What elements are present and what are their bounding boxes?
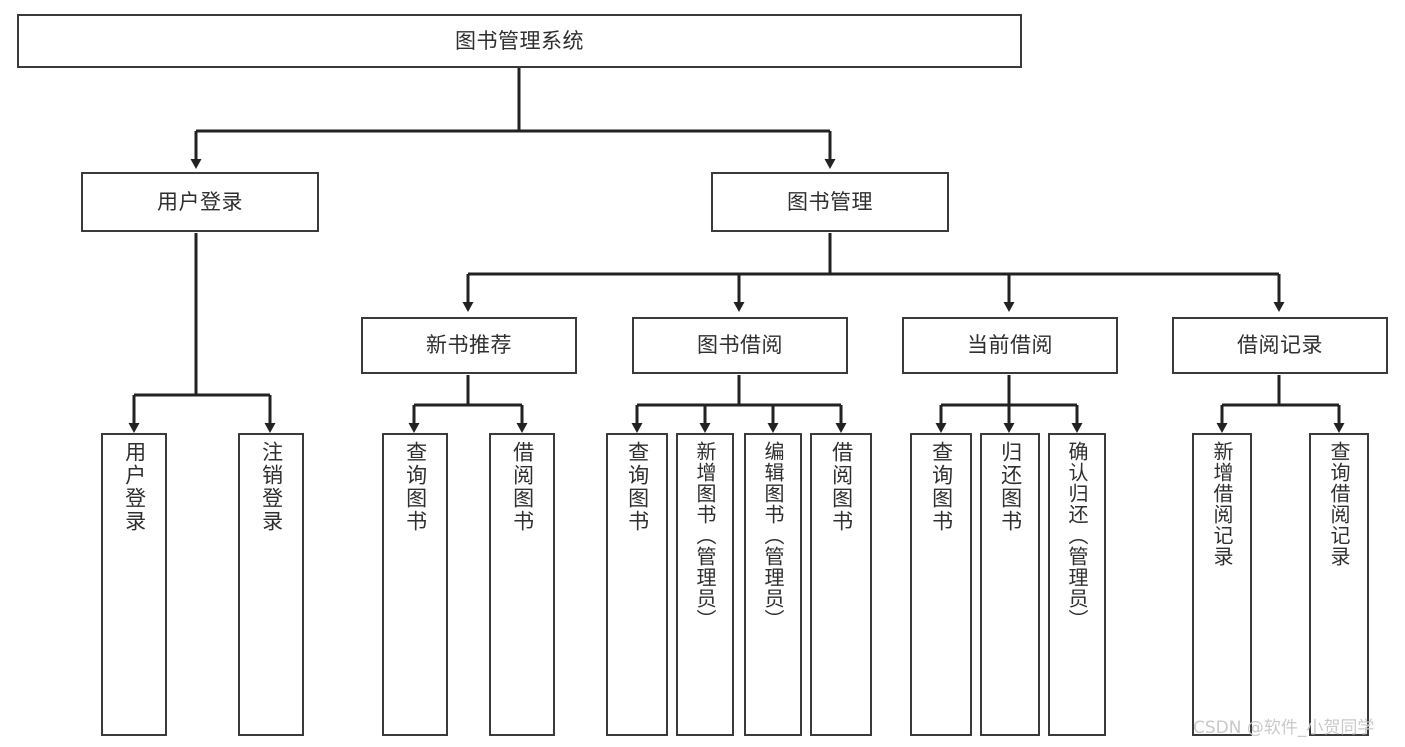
node-label: 图书管理 — [787, 189, 873, 214]
node-label: 新增图书（管理员） — [693, 441, 717, 630]
node-label: 查询图书 — [403, 441, 428, 533]
node-label: 注销登录 — [259, 441, 284, 533]
csdn-watermark: CSDN @软件_小贺同学 — [1193, 718, 1375, 738]
node-label: 借阅图书 — [510, 441, 535, 533]
leaf-record-query-borrow-record[interactable]: 查询借阅记录 — [1309, 433, 1369, 736]
node-label: 用户登录 — [122, 441, 147, 533]
node-new-book-recommend[interactable]: 新书推荐 — [361, 317, 577, 374]
leaf-borrow-query-book[interactable]: 查询图书 — [606, 433, 668, 736]
node-label: 用户登录 — [157, 189, 243, 214]
node-root-system[interactable]: 图书管理系统 — [17, 14, 1022, 68]
node-label: 查询借阅记录 — [1327, 441, 1351, 567]
node-book-borrow[interactable]: 图书借阅 — [632, 317, 848, 374]
leaf-record-add-borrow-record[interactable]: 新增借阅记录 — [1192, 433, 1252, 736]
leaf-current-confirm-return-admin[interactable]: 确认归还（管理员） — [1048, 433, 1106, 736]
leaf-recommend-query-book[interactable]: 查询图书 — [382, 433, 448, 736]
node-user-login[interactable]: 用户登录 — [81, 172, 319, 232]
leaf-recommend-borrow-book[interactable]: 借阅图书 — [489, 433, 555, 736]
node-label: 编辑图书（管理员） — [761, 441, 785, 630]
node-label: 图书借阅 — [697, 333, 783, 358]
node-current-borrow[interactable]: 当前借阅 — [902, 317, 1118, 374]
leaf-borrow-edit-book-admin[interactable]: 编辑图书（管理员） — [744, 433, 802, 736]
leaf-borrow-add-book-admin[interactable]: 新增图书（管理员） — [676, 433, 734, 736]
node-label: 图书管理系统 — [455, 28, 584, 53]
node-label: 查询图书 — [625, 441, 650, 533]
node-borrow-record[interactable]: 借阅记录 — [1172, 317, 1388, 374]
node-book-management[interactable]: 图书管理 — [711, 172, 949, 232]
leaf-current-return-book[interactable]: 归还图书 — [980, 433, 1040, 736]
node-label: 查询图书 — [929, 441, 954, 533]
node-label: 确认归还（管理员） — [1065, 441, 1089, 630]
leaf-borrow-borrow-book[interactable]: 借阅图书 — [810, 433, 872, 736]
node-label: 借阅记录 — [1237, 333, 1323, 358]
node-label: 新书推荐 — [426, 333, 512, 358]
leaf-current-query-book[interactable]: 查询图书 — [910, 433, 972, 736]
node-label: 新增借阅记录 — [1210, 441, 1234, 567]
leaf-logout[interactable]: 注销登录 — [238, 433, 304, 736]
node-label: 借阅图书 — [829, 441, 854, 533]
node-label: 归还图书 — [998, 441, 1023, 533]
leaf-user-login[interactable]: 用户登录 — [101, 433, 167, 736]
node-label: 当前借阅 — [967, 333, 1053, 358]
